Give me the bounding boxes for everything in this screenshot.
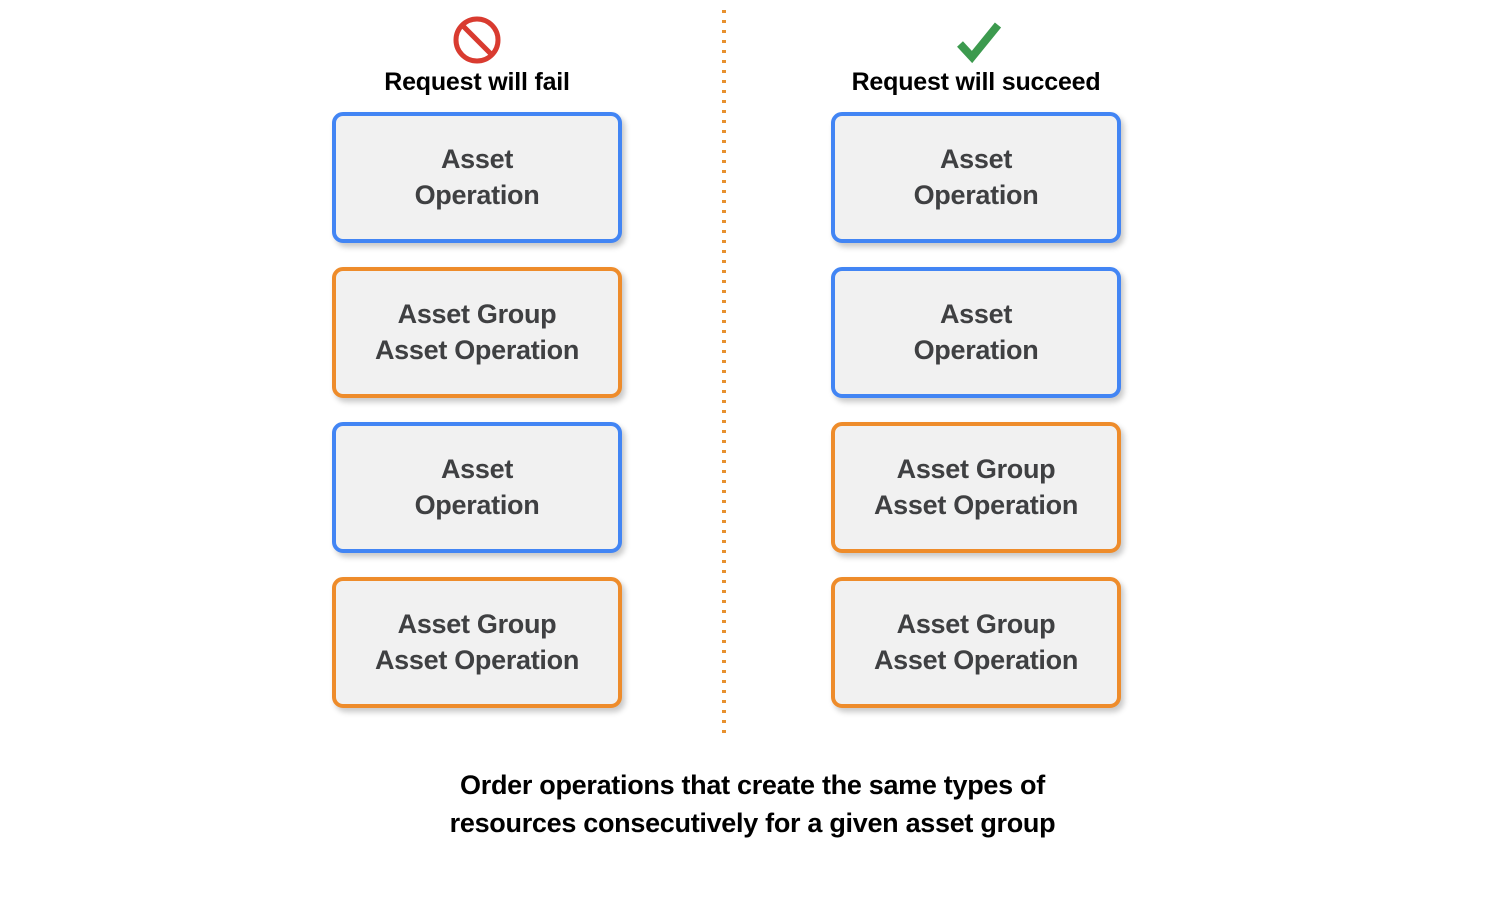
- diagram-caption: Order operations that create the same ty…: [449, 770, 1056, 839]
- card-label: Asset Group Asset Operation: [873, 453, 1079, 520]
- column-divider: [722, 10, 726, 738]
- card-asset-operation[interactable]: Asset Operation: [332, 112, 622, 243]
- column-header-label-succeed: Request will succeed: [851, 68, 1101, 96]
- card-asset-group-asset-operation[interactable]: Asset Group Asset Operation: [831, 422, 1121, 553]
- card-asset-group-asset-operation[interactable]: Asset Group Asset Operation: [332, 577, 622, 708]
- column-header-fail: Request will fail: [327, 14, 627, 97]
- card-stack-fail: Asset Operation Asset Group Asset Operat…: [332, 112, 622, 708]
- card-label: Asset Group Asset Operation: [374, 608, 580, 675]
- card-label: Asset Group Asset Operation: [873, 608, 1079, 675]
- card-label: Asset Operation: [414, 143, 540, 210]
- checkmark-icon: [957, 22, 1002, 64]
- column-header-label-fail: Request will fail: [384, 68, 570, 96]
- card-asset-group-asset-operation[interactable]: Asset Group Asset Operation: [831, 577, 1121, 708]
- card-asset-operation[interactable]: Asset Operation: [332, 422, 622, 553]
- card-label: Asset Operation: [913, 298, 1039, 365]
- card-asset-group-asset-operation[interactable]: Asset Group Asset Operation: [332, 267, 622, 398]
- card-label: Asset Operation: [414, 453, 540, 520]
- card-stack-succeed: Asset Operation Asset Operation Asset Gr…: [831, 112, 1121, 708]
- card-label: Asset Group Asset Operation: [374, 298, 580, 365]
- card-asset-operation[interactable]: Asset Operation: [831, 112, 1121, 243]
- card-label: Asset Operation: [913, 143, 1039, 210]
- column-header-succeed: Request will succeed: [826, 14, 1126, 97]
- card-asset-operation[interactable]: Asset Operation: [831, 267, 1121, 398]
- prohibition-icon: [453, 16, 501, 64]
